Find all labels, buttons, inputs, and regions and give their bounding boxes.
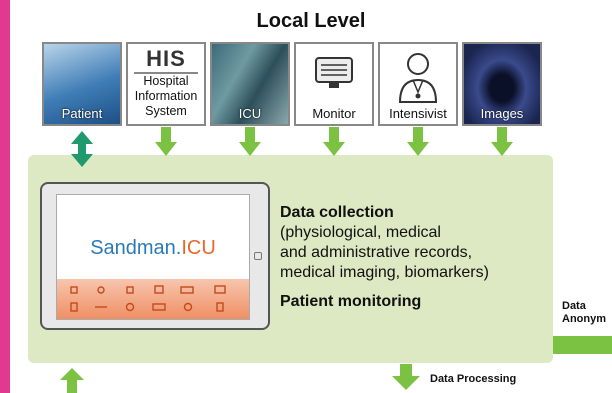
his-label: Hospital Information System xyxy=(134,74,198,118)
data-anonym-label-1: Data xyxy=(562,300,586,312)
data-collection-line-3: medical imaging, biomarkers) xyxy=(280,264,489,281)
images-box: Images xyxy=(462,42,542,126)
images-down-arrow xyxy=(491,127,513,156)
monitor-label: Monitor xyxy=(312,106,356,121)
app-icon-bar xyxy=(57,279,249,319)
monitor-down-arrow xyxy=(323,127,345,156)
diagram-canvas: Local Level Patient HIS Hospital Informa… xyxy=(10,0,612,393)
tablet-device: Sandman.ICU xyxy=(40,182,270,330)
monitor-box: Monitor xyxy=(294,42,374,126)
patient-box: Patient xyxy=(42,42,122,126)
patient-double-arrow xyxy=(71,131,93,167)
monitor-icon xyxy=(315,57,353,88)
data-collection-line-2: and administrative records, xyxy=(280,244,473,261)
intensivist-label: Intensivist xyxy=(389,106,447,121)
sandman-logo: Sandman.ICU xyxy=(57,237,249,260)
bottom-left-up-arrow xyxy=(60,368,84,393)
home-button xyxy=(254,252,262,260)
doctor-icon xyxy=(398,53,438,103)
data-collection-heading: Data collection xyxy=(280,204,394,221)
images-label: Images xyxy=(480,106,524,121)
his-down-arrow xyxy=(155,127,177,156)
arrows-layer xyxy=(60,127,612,393)
icu-label: ICU xyxy=(238,106,262,121)
data-anonym-label-2: Anonym xyxy=(562,313,606,325)
icu-box: ICU xyxy=(210,42,290,126)
his-logo: HIS xyxy=(146,46,186,71)
patient-monitoring-heading: Patient monitoring xyxy=(280,293,422,310)
logo-accent-text: ICU xyxy=(181,237,216,259)
data-processing-label: Data Processing xyxy=(430,373,517,385)
icu-down-arrow xyxy=(239,127,261,156)
his-box: HIS Hospital Information System xyxy=(126,42,206,126)
data-anonym-arrow xyxy=(553,336,612,354)
his-divider xyxy=(134,72,198,74)
tablet-screen: Sandman.ICU xyxy=(56,194,250,320)
logo-main-text: Sandman. xyxy=(90,237,182,259)
patient-label: Patient xyxy=(61,106,103,121)
data-collection-line-1: (physiological, medical xyxy=(280,224,441,241)
intensivist-box: Intensivist xyxy=(378,42,458,126)
intensivist-down-arrow xyxy=(407,127,429,156)
app-icons xyxy=(70,285,226,312)
data-processing-down-arrow xyxy=(392,364,420,390)
diagram-title: Local Level xyxy=(256,10,366,32)
